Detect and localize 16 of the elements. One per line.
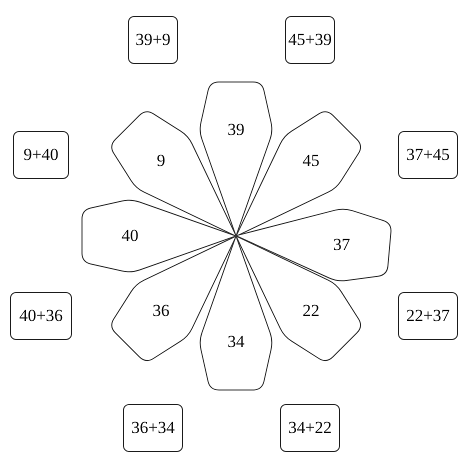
petal-number: 45 <box>302 151 320 172</box>
petal-number: 40 <box>122 226 138 246</box>
sum-card: 22+37 <box>398 292 458 340</box>
sum-card: 39+9 <box>128 16 178 64</box>
petal-number: 22 <box>302 300 320 321</box>
petal-number: 39 <box>228 120 244 140</box>
petal-number: 9 <box>156 151 166 172</box>
sum-card: 37+45 <box>398 131 458 179</box>
sum-card: 40+36 <box>10 292 72 340</box>
petal-number: 37 <box>333 235 350 256</box>
sum-card: 34+22 <box>280 404 340 452</box>
petal-number: 34 <box>228 332 244 352</box>
sum-card: 9+40 <box>13 131 69 179</box>
sum-card: 45+39 <box>285 16 335 64</box>
petal-number: 36 <box>152 300 170 321</box>
sum-card: 36+34 <box>123 404 183 452</box>
